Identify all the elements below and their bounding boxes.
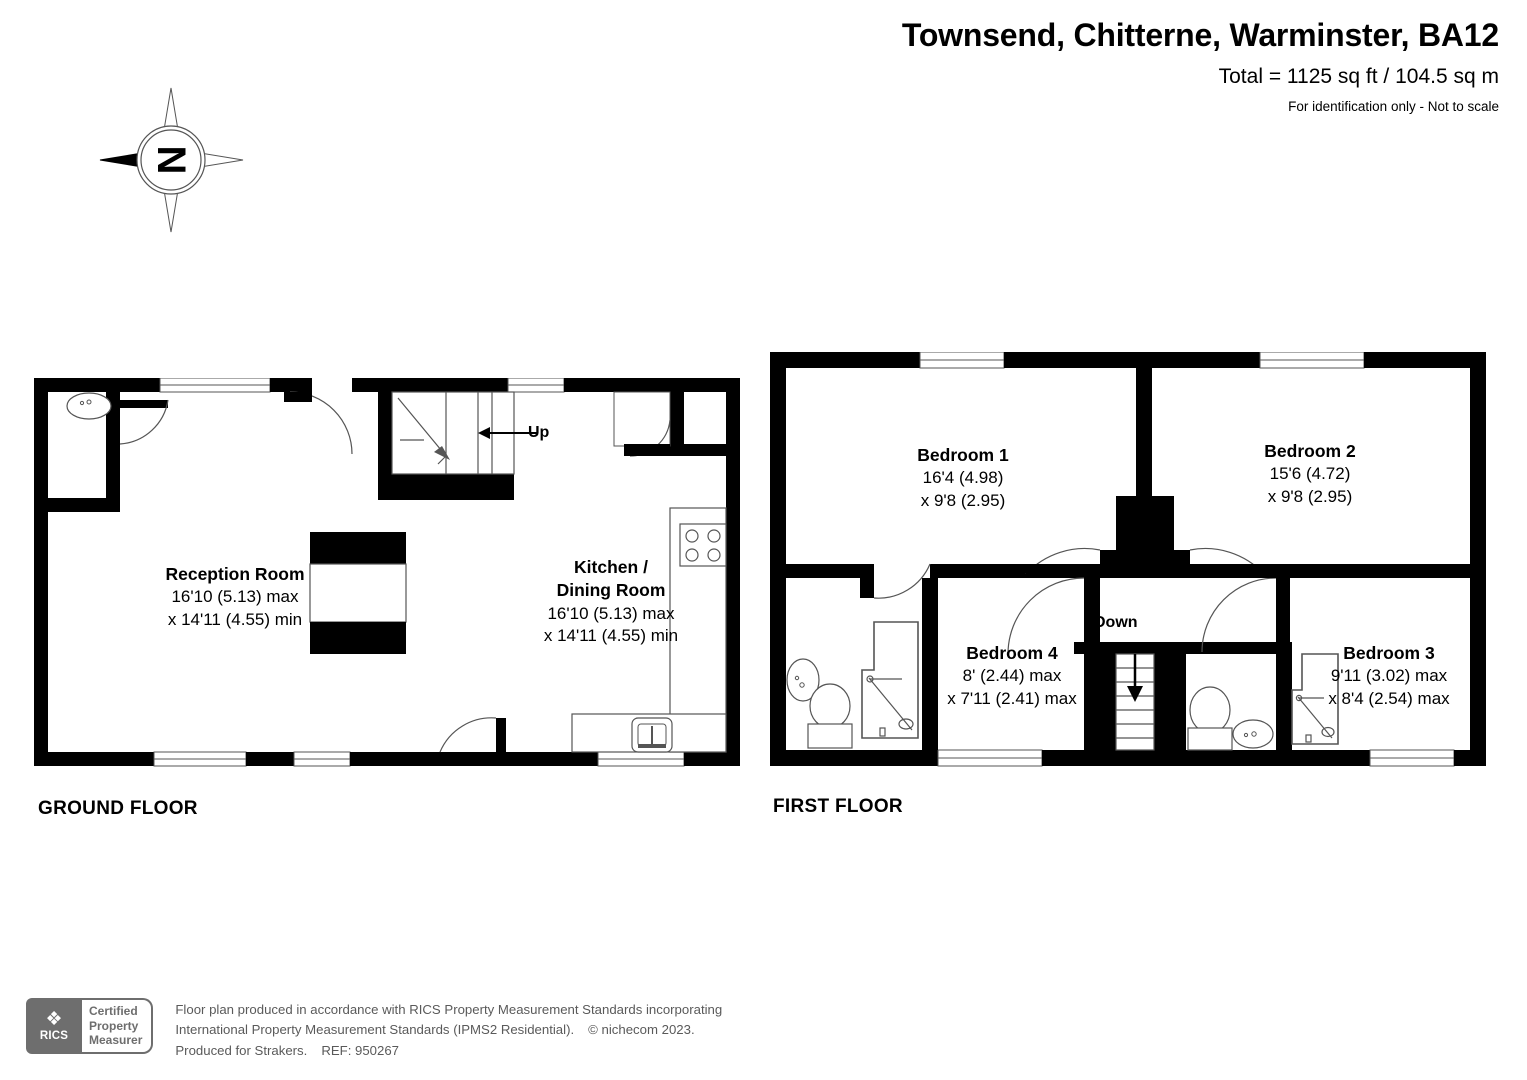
room-dimension-2: x 7'11 (2.41) max xyxy=(947,688,1077,708)
room-label-bedroom-2: Bedroom 2 15'6 (4.72) x 9'8 (2.95) xyxy=(1201,440,1419,508)
ground-floor-svg xyxy=(34,377,740,767)
stairs-down-label: Down xyxy=(1094,614,1138,631)
first-floor-svg xyxy=(770,351,1486,767)
rics-logo-icon: ❖ RICS xyxy=(26,998,82,1054)
ground-floor-title: GROUND FLOOR xyxy=(38,798,198,819)
room-label-bedroom-1: Bedroom 1 16'4 (4.98) x 9'8 (2.95) xyxy=(854,444,1072,512)
footer-line-2: International Property Measurement Stand… xyxy=(175,1020,722,1040)
room-dimension-2: x 8'4 (2.54) max xyxy=(1328,688,1450,708)
footer-line-2b: © nichecom 2023. xyxy=(588,1022,695,1038)
room-name: Bedroom 4 xyxy=(966,643,1058,663)
room-label-kitchen-dining-room: Kitchen / Dining Room 16'10 (5.13) max x… xyxy=(496,556,726,648)
room-label-bedroom-3: Bedroom 3 9'11 (3.02) max x 8'4 (2.54) m… xyxy=(1280,642,1498,710)
room-name: Bedroom 3 xyxy=(1343,643,1435,663)
room-name-line-1: Kitchen / xyxy=(574,557,648,577)
footer-line-3: Produced for Strakers. REF: 950267 xyxy=(175,1041,722,1061)
room-dimension-2: x 14'11 (4.55) min xyxy=(167,609,303,629)
header: Townsend, Chitterne, Warminster, BA12 To… xyxy=(901,17,1499,115)
compass-rose-icon: N xyxy=(96,82,246,237)
footer-line-1: Floor plan produced in accordance with R… xyxy=(175,1002,723,1017)
badge-line-1: Certified xyxy=(89,1004,138,1019)
footer-line-3b: REF: 950267 xyxy=(321,1042,400,1058)
rics-certification-text: Certified Property Measurer xyxy=(82,998,154,1054)
page-title: Townsend, Chitterne, Warminster, BA12 xyxy=(901,17,1499,53)
stairs-up-label: Up xyxy=(528,424,550,441)
compass-north-letter: N xyxy=(149,146,193,175)
room-dimension-1: 16'4 (4.98) xyxy=(922,468,1004,488)
room-dimension-2: x 14'11 (4.55) min xyxy=(543,626,679,646)
room-dimension-2: x 9'8 (2.95) xyxy=(1267,486,1353,506)
disclaimer-text: For identification only - Not to scale xyxy=(1288,99,1499,115)
room-name: Bedroom 1 xyxy=(917,445,1009,465)
room-label-reception-room: Reception Room 16'10 (5.13) max x 14'11 … xyxy=(120,563,350,631)
footer: ❖ RICS Certified Property Measurer Floor… xyxy=(26,998,722,1061)
room-dimension-1: 8' (2.44) max xyxy=(962,666,1062,686)
badge-line-3: Measurer xyxy=(89,1033,143,1048)
room-dimension-1: 9'11 (3.02) max xyxy=(1330,666,1448,686)
total-area-text: Total = 1125 sq ft / 104.5 sq m xyxy=(1218,65,1499,89)
ground-floor-plan: Reception Room 16'10 (5.13) max x 14'11 … xyxy=(34,377,740,780)
room-name: Bedroom 2 xyxy=(1264,441,1356,461)
room-dimension-2: x 9'8 (2.95) xyxy=(920,490,1006,510)
room-dimension-1: 16'10 (5.13) max xyxy=(171,587,299,607)
footer-line-2a: International Property Measurement Stand… xyxy=(175,1022,575,1038)
footer-line-3a: Produced for Strakers. xyxy=(175,1042,308,1058)
footer-disclaimer-text: Floor plan produced in accordance with R… xyxy=(175,998,722,1061)
badge-line-2: Property xyxy=(89,1018,139,1033)
rics-wordmark: RICS xyxy=(39,1030,69,1042)
room-label-bedroom-4: Bedroom 4 8' (2.44) max x 7'11 (2.41) ma… xyxy=(903,642,1121,710)
room-name-line-2: Dining Room xyxy=(556,580,666,601)
room-dimension-1: 15'6 (4.72) xyxy=(1269,464,1351,484)
rics-emblem-icon: ❖ xyxy=(45,1009,63,1030)
rics-certified-badge: ❖ RICS Certified Property Measurer xyxy=(26,998,154,1054)
room-dimension-1: 16'10 (5.13) max xyxy=(547,603,675,623)
room-name: Reception Room xyxy=(165,564,305,584)
first-floor-plan: Bedroom 1 16'4 (4.98) x 9'8 (2.95) Bedro… xyxy=(770,351,1486,780)
first-floor-title: FIRST FLOOR xyxy=(773,796,903,817)
